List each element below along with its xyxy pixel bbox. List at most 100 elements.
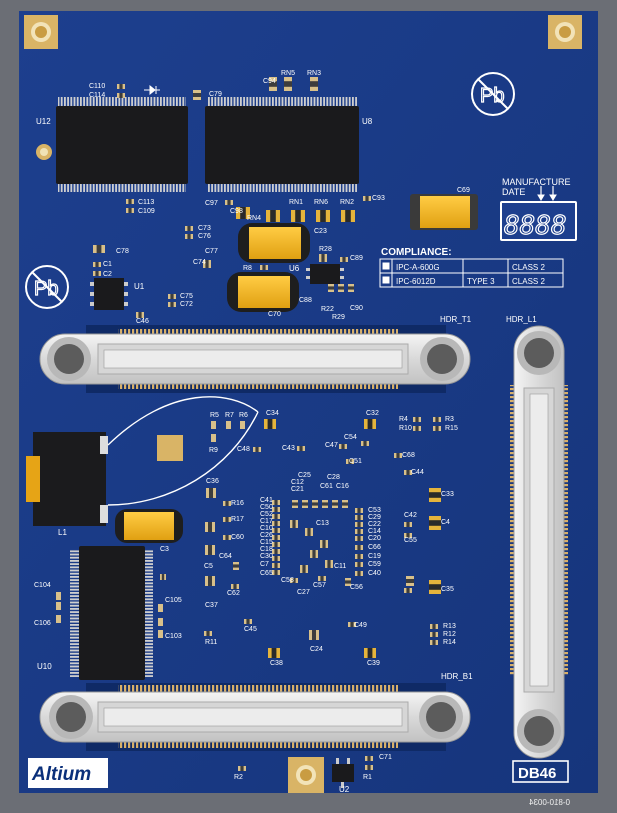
ic-u1: [90, 278, 128, 310]
smd-component: [325, 560, 333, 568]
smd-component: [56, 615, 61, 623]
smd-component: [158, 630, 163, 638]
designator-c74: C74: [193, 259, 206, 266]
designator-r11: R11: [205, 639, 217, 646]
smd-component: [318, 576, 326, 581]
designator-c38: C38: [270, 660, 283, 667]
smd-component: [394, 453, 402, 458]
smd-component: [430, 632, 438, 637]
designator-c5: C5: [204, 563, 213, 570]
smd-component: [236, 207, 250, 219]
smd-component: [291, 210, 305, 222]
designator-c109: C109: [138, 208, 155, 215]
designator-c75: C75: [180, 293, 193, 300]
smd-component: [272, 570, 280, 575]
designator-c2: C2: [103, 271, 112, 278]
designator-c65: C65: [260, 570, 273, 577]
designator-c77: C77: [205, 248, 218, 255]
designator-c43: C43: [282, 445, 295, 452]
smd-component: [404, 533, 412, 538]
smd-component: [355, 554, 363, 559]
smd-component: [260, 265, 268, 270]
smd-component: [364, 648, 376, 658]
designator-rn5: RN5: [281, 70, 295, 77]
smd-component: [355, 515, 363, 520]
smd-component: [355, 522, 363, 527]
designator-r5: R5: [210, 412, 219, 419]
designator-c68: C68: [402, 452, 415, 459]
designator-c22: C22: [368, 521, 381, 528]
designator-c34: C34: [266, 410, 279, 417]
designator-c72: C72: [180, 301, 193, 308]
designator-c60: C60: [231, 534, 244, 541]
compliance-row2-class: CLASS 2: [512, 277, 545, 286]
smd-component: [290, 520, 298, 528]
designator-c32: C32: [366, 410, 379, 417]
smd-component: [433, 417, 441, 422]
smd-component: [404, 470, 412, 475]
smd-component: [244, 619, 252, 624]
ic-u6: [306, 264, 344, 284]
smd-component: [320, 540, 328, 548]
smd-component: [328, 284, 334, 292]
designator-rn2: RN2: [340, 199, 354, 206]
smd-component: [430, 624, 438, 629]
designator-c53: C53: [368, 507, 381, 514]
designator-c25: C25: [298, 472, 311, 479]
smd-component: [211, 434, 216, 442]
designator-c13: C13: [316, 520, 329, 527]
smd-component: [292, 500, 298, 508]
designator-r22: R22: [321, 306, 334, 313]
smd-component: [319, 254, 327, 262]
designator-r13: R13: [443, 623, 456, 630]
designator-c97: C97: [205, 200, 218, 207]
svg-text:Pb: Pb: [34, 278, 58, 300]
mount-pad-top-right: [548, 15, 582, 49]
designator-c30: C30: [260, 553, 273, 560]
designator-c24: C24: [310, 646, 323, 653]
designator-c56: C56: [350, 584, 363, 591]
designator-c69: C69: [457, 187, 470, 194]
smd-component: [266, 210, 280, 222]
designator-c36: C36: [206, 478, 219, 485]
smd-component: [160, 574, 166, 580]
smd-component: [429, 516, 441, 530]
smd-component: [126, 199, 134, 204]
designator-c71: C71: [379, 754, 392, 761]
ic-u2: [332, 758, 354, 788]
smd-component: [310, 77, 318, 91]
designator-c35: C35: [441, 586, 454, 593]
smd-component: [341, 210, 355, 222]
designator-c47: C47: [325, 442, 338, 449]
smd-component: [346, 459, 354, 464]
compliance-table: [379, 258, 564, 288]
designator-c54: C54: [344, 434, 357, 441]
designator-c27: C27: [297, 589, 310, 596]
designator-rn3: RN3: [307, 70, 321, 77]
smd-component: [413, 426, 421, 431]
designator-c113: C113: [138, 199, 154, 206]
designator-c93: C93: [372, 195, 385, 202]
designator-rn1: RN1: [289, 199, 303, 206]
designator-c70: C70: [268, 311, 281, 318]
smd-component: [340, 257, 348, 262]
smd-component: [126, 208, 134, 213]
designator-u12: U12: [36, 117, 51, 126]
smd-component: [226, 421, 231, 429]
smd-component: [363, 196, 371, 201]
designator-c103: C103: [165, 633, 182, 640]
smd-component: [225, 200, 233, 205]
designator-r16: R16: [231, 500, 244, 507]
designator-c28: C28: [327, 474, 340, 481]
designator-c106: C106: [34, 620, 51, 627]
compliance-heading: COMPLIANCE:: [381, 247, 452, 258]
smd-component: [56, 602, 61, 610]
date-arrows: [537, 186, 557, 201]
designator-r9: R9: [209, 447, 218, 454]
smd-component: [272, 535, 280, 540]
power-pad: [157, 435, 183, 461]
smd-component: [430, 640, 438, 645]
designator-c58: C58: [281, 577, 294, 584]
designator-r12: R12: [443, 631, 456, 638]
